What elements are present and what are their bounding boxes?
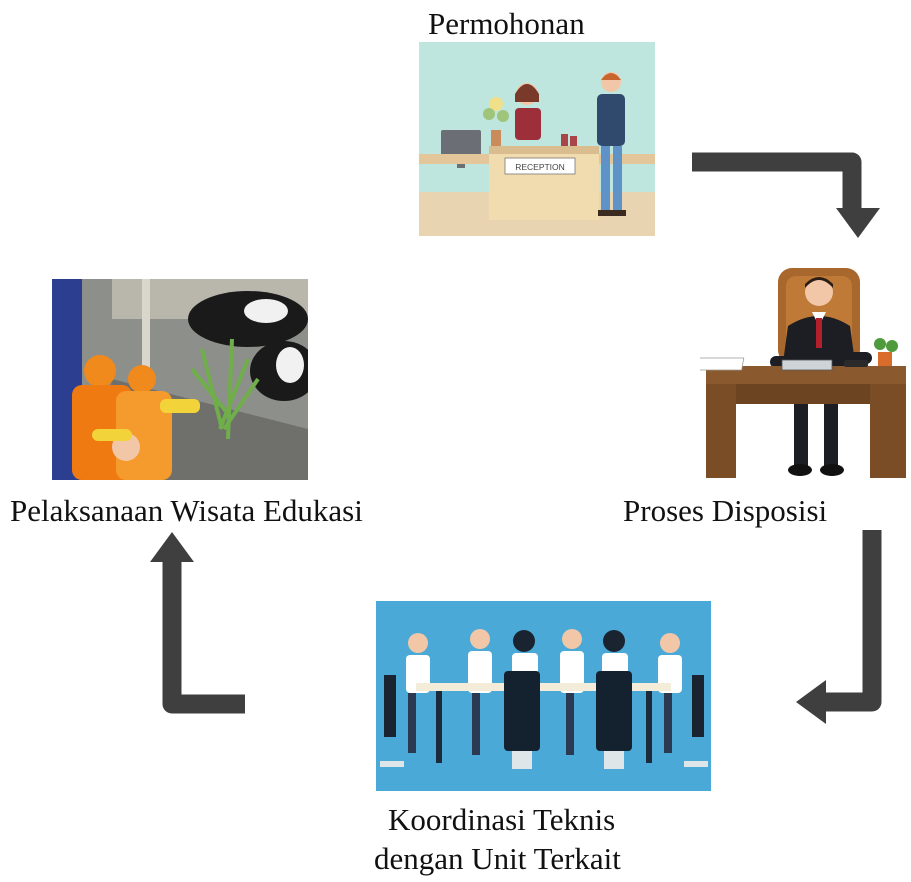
office-desk-illustration bbox=[700, 266, 910, 484]
arrow-disposisi-to-koordinasi bbox=[796, 530, 882, 724]
step-label-permohonan: Permohonan bbox=[428, 6, 585, 41]
arrow-koordinasi-to-pelaksanaan bbox=[150, 532, 245, 714]
step-label-koordinasi-line1: Koordinasi Teknis bbox=[388, 802, 616, 837]
step-label-pelaksanaan: Pelaksanaan Wisata Edukasi bbox=[10, 493, 363, 528]
step-label-koordinasi-line2: dengan Unit Terkait bbox=[374, 841, 621, 876]
step-label-disposisi: Proses Disposisi bbox=[623, 493, 828, 528]
arrow-permohonan-to-disposisi bbox=[692, 152, 880, 238]
educational-visit-photo bbox=[52, 279, 308, 480]
meeting-illustration bbox=[376, 601, 711, 791]
reception-sign-text: RECEPTION bbox=[515, 162, 565, 172]
reception-illustration: RECEPTION bbox=[419, 42, 655, 236]
